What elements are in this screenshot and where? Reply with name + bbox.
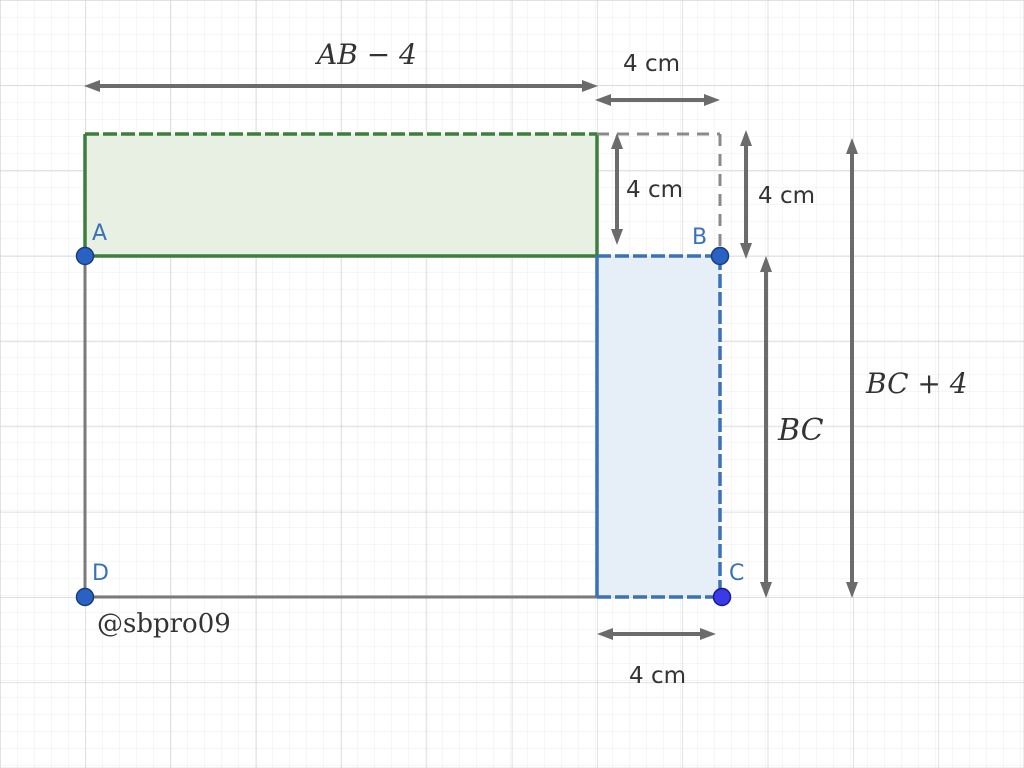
arrow-outer-4cm [740,130,752,259]
label-b: B [692,225,707,250]
label-a: A [92,221,107,246]
label-bottom-4cm: 4 cm [629,663,686,689]
points [75,246,732,607]
label-d: D [92,561,109,586]
arrow-bc [760,256,772,598]
point-c[interactable] [712,587,732,607]
dimension-arrows [84,80,858,640]
blue-strip [595,254,722,599]
arrow-top-4cm [595,94,720,106]
point-b[interactable] [710,246,730,266]
label-bc: BC [777,413,824,448]
point-a[interactable] [75,246,95,266]
label-outer-4cm: 4 cm [758,183,815,209]
dashed-corner-square [597,132,722,256]
arrow-inner-4cm [611,133,623,245]
dimension-labels: AB − 4 4 cm 4 cm 4 cm BC BC + 4 4 cm @sb… [97,38,968,689]
rectangle-abcd [83,256,597,599]
arrow-ab-minus-4 [84,80,598,92]
point-labels: A B C D [92,221,744,586]
arrow-bc-plus-4 [846,138,858,598]
label-inner-4cm: 4 cm [626,177,683,203]
label-ab-minus-4: AB − 4 [314,38,417,71]
label-c: C [729,561,744,586]
point-d[interactable] [75,587,95,607]
arrow-bottom-4cm [597,628,716,640]
green-strip [83,132,599,258]
label-bc-plus-4: BC + 4 [865,367,968,400]
label-top-4cm: 4 cm [623,51,680,77]
watermark: @sbpro09 [97,609,231,639]
